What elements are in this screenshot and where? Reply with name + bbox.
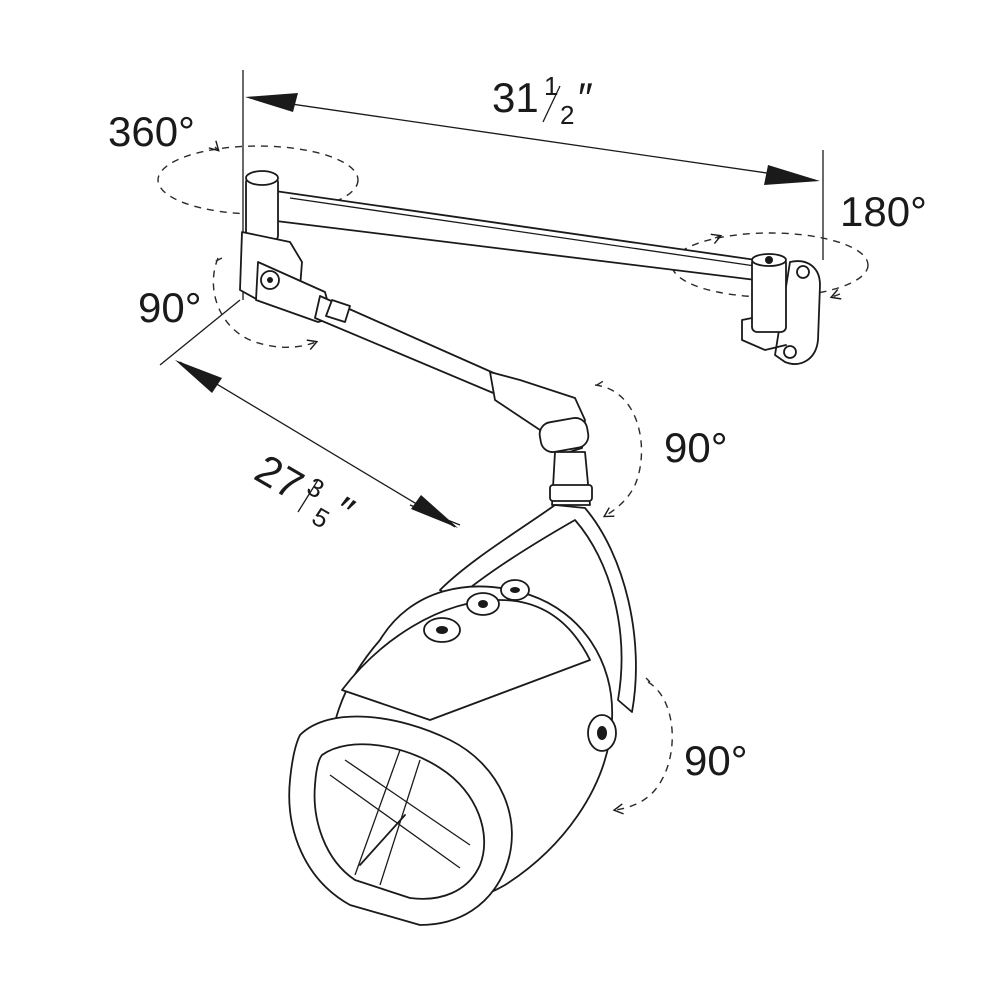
width-whole-label: 31 bbox=[492, 74, 539, 121]
dryer-hood bbox=[288, 504, 637, 926]
width-unit: ″ bbox=[578, 74, 593, 121]
hood-top-panel bbox=[341, 599, 591, 721]
base-swivel-arrow-top bbox=[208, 140, 220, 152]
upper-arm-bar bbox=[267, 189, 773, 283]
width-dimension bbox=[242, 70, 824, 300]
elbow-tilt-tail bbox=[213, 257, 223, 263]
hood-tilt-label: 90° bbox=[684, 737, 748, 784]
head-joint-knob bbox=[538, 417, 590, 453]
pivot-cylinder bbox=[245, 177, 279, 241]
end-swivel-arrow-top bbox=[710, 233, 723, 245]
width-arrowhead-left bbox=[245, 93, 298, 112]
depth-dimension bbox=[159, 299, 461, 528]
pivot-cap bbox=[245, 170, 279, 186]
width-arrowhead-right bbox=[764, 165, 820, 185]
upper-arm bbox=[267, 189, 773, 283]
hood-tilt-tail bbox=[645, 677, 651, 683]
bracket-cylinder bbox=[751, 257, 787, 333]
depth-dimension-line bbox=[179, 361, 456, 528]
depth-arrowhead-bottom bbox=[411, 495, 458, 528]
bracket-screw-top bbox=[765, 256, 773, 264]
depth-whole-label: 27 bbox=[248, 445, 312, 509]
wall-bracket bbox=[741, 253, 821, 365]
heating-element bbox=[359, 814, 406, 866]
base-swivel-ellipse bbox=[157, 145, 359, 215]
end-swivel-arrow-bottom bbox=[829, 289, 842, 300]
end-swivel-label: 180° bbox=[840, 188, 927, 235]
width-dimension-line bbox=[249, 97, 816, 181]
head-joint-tilt-label: 90° bbox=[664, 424, 728, 471]
width-numerator: 1 bbox=[544, 71, 558, 101]
neck-band bbox=[549, 484, 593, 502]
lower-arm bbox=[314, 295, 593, 506]
hood-yoke bbox=[439, 504, 637, 713]
head-joint-tilt-arrow bbox=[594, 384, 643, 518]
elbow-tilt-arrow bbox=[212, 257, 319, 350]
bracket-screw-upper bbox=[796, 265, 810, 279]
width-denominator: 2 bbox=[560, 100, 574, 130]
lower-arm-collar bbox=[325, 299, 351, 323]
depth-arrowhead-top bbox=[175, 360, 222, 393]
elbow-tilt-label: 90° bbox=[138, 284, 202, 331]
depth-extension-top bbox=[159, 299, 241, 366]
bracket-screw-lower bbox=[783, 345, 797, 359]
base-swivel-label: 360° bbox=[108, 108, 195, 155]
rotation-labels: 360° 180° 90° 90° 90° bbox=[108, 108, 927, 784]
hood-tilt-arrow bbox=[612, 681, 673, 815]
head-joint-tilt-tail bbox=[596, 379, 606, 386]
